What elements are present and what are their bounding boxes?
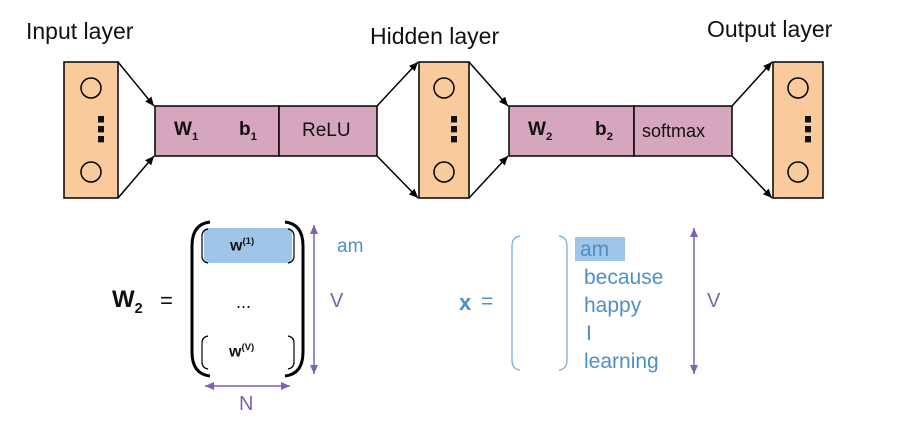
block2-activation: softmax	[642, 121, 706, 141]
matrix-row-middle: ...	[236, 292, 252, 312]
block2-bias: b2	[595, 119, 613, 143]
block1-activation: ReLU	[302, 120, 351, 141]
vector-dimension: V	[707, 290, 721, 312]
hidden-neuron-bottom	[433, 161, 455, 183]
input-neuron-dots: ⋮	[84, 111, 118, 149]
block2	[508, 105, 733, 157]
matrix-col-dimension: N	[239, 393, 254, 415]
vocab-word-3: I	[586, 322, 592, 345]
output-neuron-top	[787, 77, 809, 99]
input-neuron-bottom	[80, 161, 102, 183]
matrix-right-bracket	[284, 220, 305, 378]
output-neuron-dots: ⋮	[791, 111, 825, 149]
matrix-lhs: W2	[112, 286, 143, 317]
vocab-word-4: learning	[584, 350, 659, 373]
vector-lhs: x	[459, 290, 472, 315]
matrix-row-first: w(1)	[230, 236, 255, 255]
output-neuron-bottom	[787, 161, 809, 183]
block1	[154, 105, 378, 157]
block2-weight: W2	[528, 119, 553, 143]
output-layer-title: Output layer	[707, 16, 833, 42]
matrix-row-dimension: V	[330, 290, 344, 312]
matrix-first-word: am	[337, 236, 364, 257]
block1-bias: b1	[239, 119, 257, 143]
vocab-word-2: happy	[584, 294, 642, 317]
arrow-block1-to-hidden-top	[376, 61, 419, 107]
hidden-neuron-dots: ⋮	[437, 111, 471, 149]
arrow-block2-to-output-top	[731, 61, 773, 107]
matrix-row-last: w(V)	[229, 342, 255, 361]
matrix-equals: =	[160, 288, 173, 313]
block1-weight: W1	[174, 119, 199, 143]
arrow-block2-to-output-bottom	[731, 155, 773, 199]
matrix-left-bracket	[190, 220, 211, 378]
input-layer	[63, 61, 119, 199]
hidden-layer-title: Hidden layer	[370, 23, 500, 49]
arrow-input-to-block1-top	[117, 61, 155, 107]
matrix-row-first-highlight	[204, 228, 292, 263]
arrow-input-to-block1-bottom	[117, 155, 155, 199]
vector-right-bracket	[558, 235, 568, 371]
hidden-neuron-top	[433, 77, 455, 99]
vocab-am-highlight	[575, 237, 625, 261]
arrow-block1-to-hidden-bottom	[376, 155, 419, 199]
vector-equals: =	[481, 290, 494, 313]
input-layer-title: Input layer	[26, 18, 134, 44]
input-neuron-top	[80, 77, 102, 99]
output-layer	[772, 61, 824, 199]
vocab-word-0: am	[580, 238, 610, 261]
arrow-hidden-to-block2-top	[468, 61, 509, 107]
arrow-hidden-to-block2-bottom	[468, 155, 509, 199]
vector-left-bracket	[511, 235, 521, 371]
hidden-layer	[418, 61, 470, 199]
vocab-word-1: because	[584, 266, 664, 289]
